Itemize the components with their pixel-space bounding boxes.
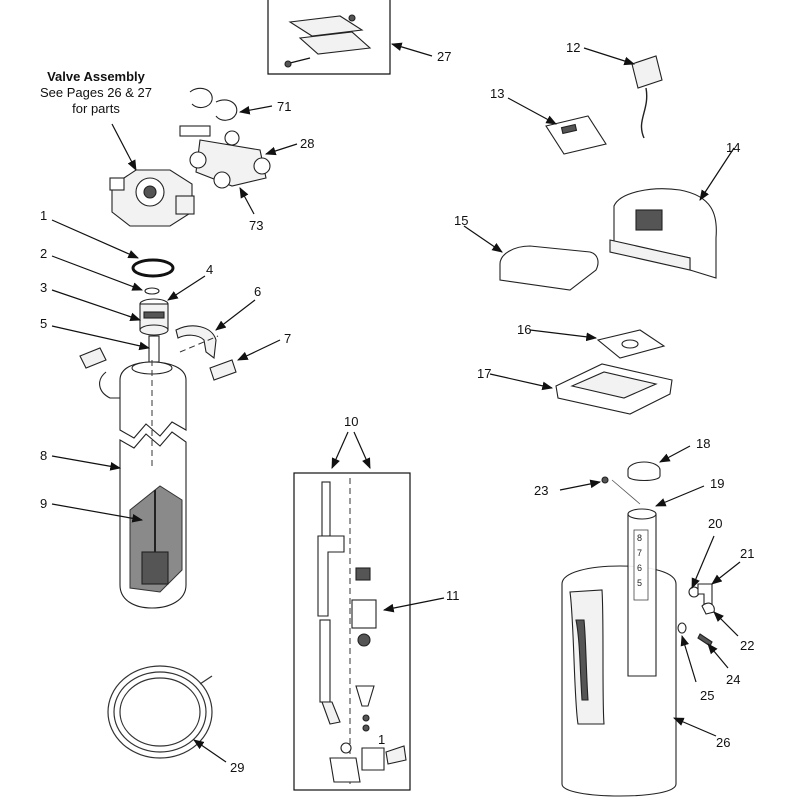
part-3-4-adapter (139, 298, 169, 336)
callout-27: 27 (437, 49, 451, 64)
callout-28: 28 (300, 136, 314, 151)
callout-3: 3 (40, 280, 47, 295)
gauge-mark-8: 8 (637, 533, 642, 543)
callout-29: 29 (230, 760, 244, 775)
callout-12: 12 (566, 40, 580, 55)
callout-20: 20 (708, 516, 722, 531)
part-29-tubing (107, 665, 213, 759)
callout-1: 1 (40, 208, 47, 223)
callout-15: 15 (454, 213, 468, 228)
part-71-clips (189, 87, 238, 121)
callout-10: 10 (344, 414, 358, 429)
callout-2: 2 (40, 246, 47, 261)
part-27-bracket-kit (267, 0, 391, 75)
callout-73: 73 (249, 218, 263, 233)
valve-assembly-line1: See Pages 26 & 27 (40, 85, 152, 100)
callout-19: 19 (710, 476, 724, 491)
gauge-mark-5: 5 (637, 578, 642, 588)
callout-24: 24 (726, 672, 740, 687)
callout-7: 7 (284, 331, 291, 346)
callout-5: 5 (40, 316, 47, 331)
valve-assembly (109, 169, 195, 227)
callout-13: 13 (490, 86, 504, 101)
callout-14: 14 (726, 140, 740, 155)
callout-9: 9 (40, 496, 47, 511)
callout-18: 18 (696, 436, 710, 451)
callout-21: 21 (740, 546, 754, 561)
callout-23: 23 (534, 483, 548, 498)
part-14-controller (609, 188, 717, 279)
part-9-resin (129, 485, 183, 593)
part-26-brine-cabinet (561, 565, 677, 797)
part-10-brine-valve-box (293, 472, 411, 791)
gauge-mark-7: 7 (637, 548, 642, 558)
part-28-bypass (179, 125, 271, 189)
valve-assembly-line2: for parts (72, 101, 120, 116)
callout-11b: 1 (378, 732, 385, 747)
part-19-brine-well (627, 508, 657, 677)
callout-8: 8 (40, 448, 47, 463)
callout-16: 16 (517, 322, 531, 337)
gauge-mark-6: 6 (637, 563, 642, 573)
callout-11: 11 (446, 588, 460, 603)
callout-17: 17 (477, 366, 491, 381)
callout-71: 71 (277, 99, 291, 114)
callout-6: 6 (254, 284, 261, 299)
callout-26: 26 (716, 735, 730, 750)
part-12-transformer (631, 55, 663, 139)
callout-25: 25 (700, 688, 714, 703)
valve-assembly-title: Valve Assembly (47, 69, 146, 84)
callout-4: 4 (206, 262, 213, 277)
callout-22: 22 (740, 638, 754, 653)
